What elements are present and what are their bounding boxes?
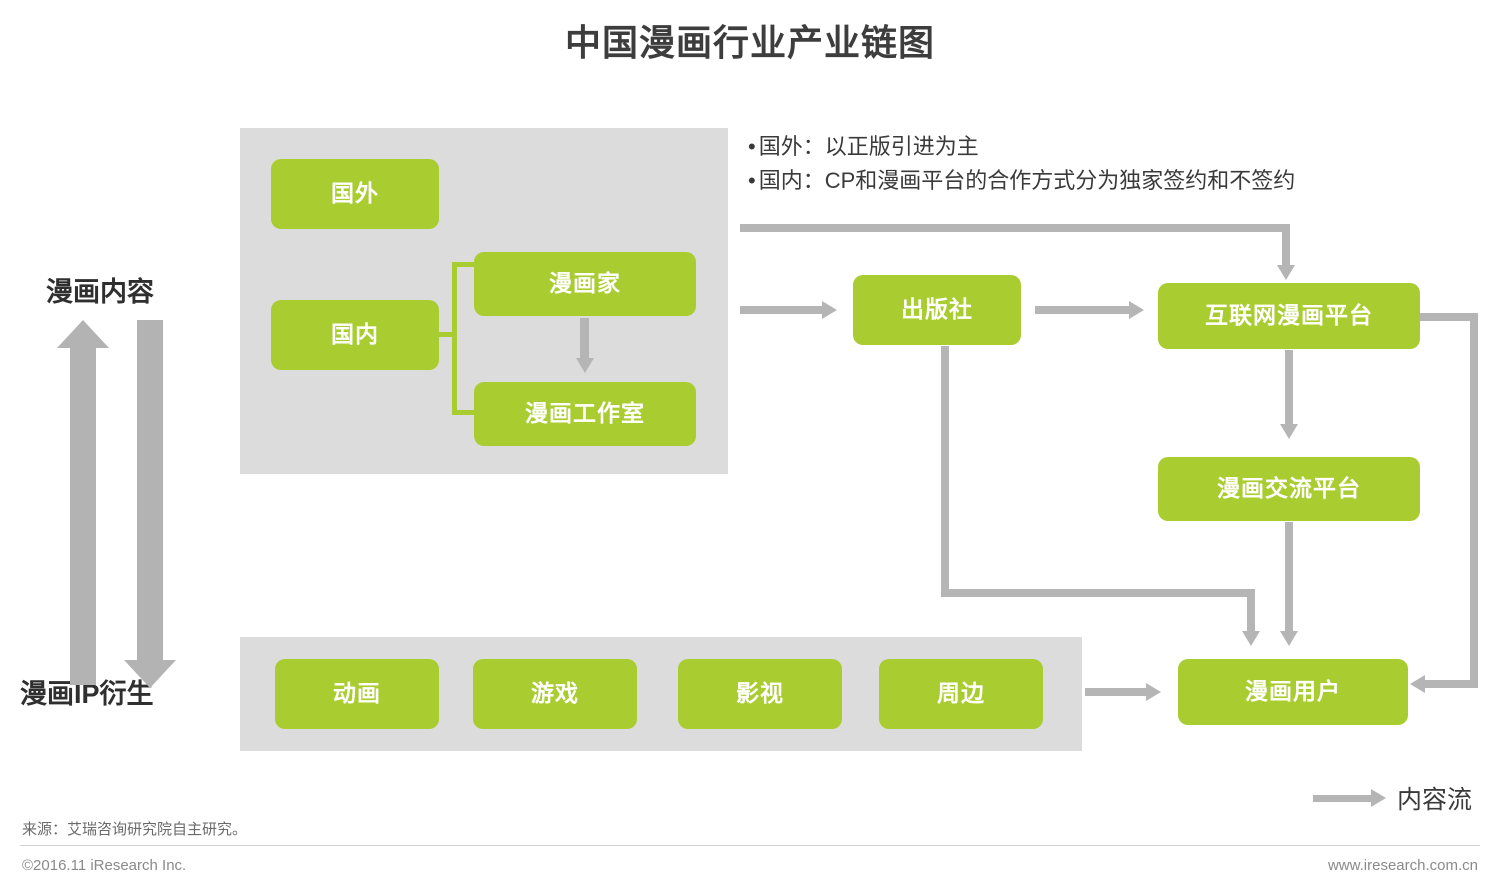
box-film-tv[interactable]: 影视 (678, 659, 842, 729)
box-comic-studio[interactable]: 漫画工作室 (474, 382, 696, 446)
notes-list: •国外：以正版引进为主 •国内：CP和漫画平台的合作方式分为独家签约和不签约 (748, 130, 1488, 198)
note-text-overseas: 国外：以正版引进为主 (758, 134, 979, 159)
connector-content-to-publisher-head (822, 301, 837, 319)
box-internet-comic-platform[interactable]: 互联网漫画平台 (1158, 283, 1420, 349)
copyright-text: ©2016.11 iResearch Inc. (22, 857, 187, 874)
connector-publisher-down-horizontal (941, 589, 1255, 597)
box-comic-users[interactable]: 漫画用户 (1178, 659, 1408, 725)
bullet-dot-icon: • (748, 134, 756, 159)
legend-arrow-line-icon (1313, 794, 1371, 802)
downward-flow-arrow-shaft (137, 320, 163, 660)
connector-publisher-down-to-users (1247, 589, 1255, 632)
footer-divider (20, 845, 1480, 846)
connector-platform-right-horizontal (1420, 313, 1478, 321)
bracket-branch-top (452, 262, 478, 267)
connector-platform-right-vertical (1470, 313, 1478, 688)
bracket-branch-bottom (452, 410, 478, 415)
axis-label-content: 漫画内容 (46, 277, 154, 307)
note-item-overseas: •国外：以正版引进为主 (748, 130, 1488, 164)
downward-flow-arrow-head (124, 660, 176, 688)
connector-content-to-platform-vertical (1282, 224, 1290, 266)
box-animation[interactable]: 动画 (275, 659, 439, 729)
connector-publisher-down-vertical (941, 346, 949, 596)
box-overseas[interactable]: 国外 (271, 159, 439, 229)
box-merchandise[interactable]: 周边 (879, 659, 1043, 729)
connector-exchange-to-users-head (1280, 631, 1298, 646)
box-domestic[interactable]: 国内 (271, 300, 439, 370)
box-cartoonist[interactable]: 漫画家 (474, 252, 696, 316)
connector-platform-right-return (1425, 680, 1478, 688)
box-game[interactable]: 游戏 (473, 659, 637, 729)
note-item-domestic: •国内：CP和漫画平台的合作方式分为独家签约和不签约 (748, 164, 1488, 198)
source-note: 来源：艾瑞咨询研究院自主研究。 (22, 821, 248, 838)
box-comic-exchange-platform[interactable]: 漫画交流平台 (1158, 457, 1420, 521)
box-publisher[interactable]: 出版社 (853, 275, 1021, 345)
upward-flow-arrow-shaft (70, 345, 96, 685)
legend-label: 内容流 (1397, 786, 1473, 814)
website-text: www.iresearch.com.cn (1327, 857, 1478, 874)
note-text-domestic: 国内：CP和漫画平台的合作方式分为独家签约和不签约 (758, 168, 1296, 194)
connector-publisher-to-users-head (1242, 631, 1260, 646)
upward-flow-arrow-head (57, 320, 109, 348)
connector-publisher-to-platform-shaft (1035, 306, 1130, 314)
connector-ip-to-users-head (1146, 683, 1161, 701)
bracket-stem (439, 332, 457, 337)
connector-content-to-platform-horizontal (740, 224, 1290, 232)
connector-ip-to-users-shaft (1085, 688, 1147, 696)
connector-platform-to-exchange-shaft (1285, 350, 1293, 425)
legend: 内容流 (1313, 780, 1472, 816)
connector-platform-right-head (1410, 675, 1425, 693)
legend-arrow-head-icon (1371, 789, 1386, 807)
connector-exchange-to-users-shaft (1285, 522, 1293, 632)
bullet-dot-icon: • (748, 168, 756, 194)
connector-content-to-platform-head (1277, 265, 1295, 280)
bracket-vertical (452, 262, 457, 415)
connector-cartoonist-to-studio-shaft (580, 318, 589, 360)
connector-platform-to-exchange-head (1280, 424, 1298, 439)
page-title: 中国漫画行业产业链图 (564, 22, 935, 63)
connector-publisher-to-platform-head (1129, 301, 1144, 319)
connector-cartoonist-to-studio-head (576, 358, 594, 373)
connector-content-to-publisher-shaft (740, 306, 823, 314)
